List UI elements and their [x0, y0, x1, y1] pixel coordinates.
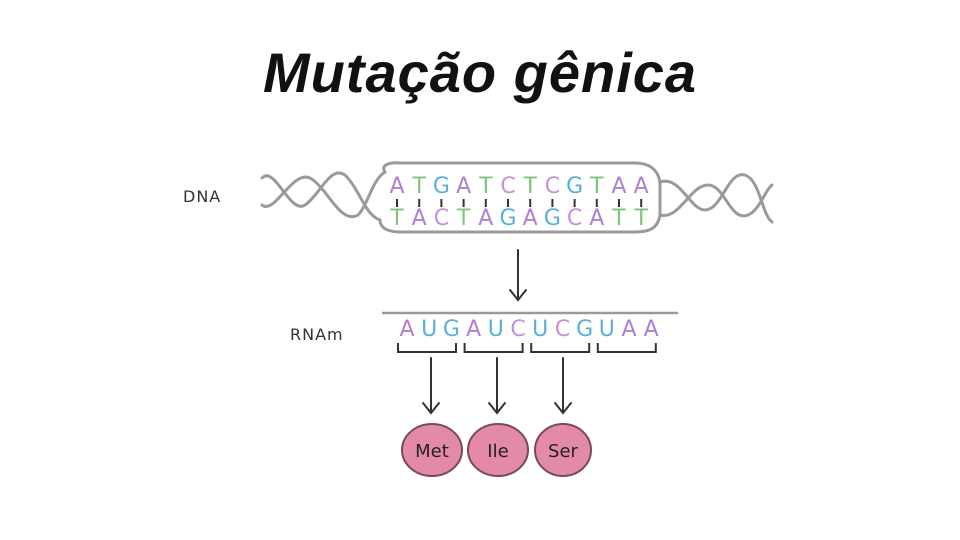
translation-arrow-1	[422, 357, 440, 415]
dna-top-base: C	[500, 174, 515, 199]
codon-brackets	[397, 343, 657, 353]
rna-base: G	[576, 317, 593, 342]
rna-base: A	[466, 317, 481, 342]
rna-base: A	[621, 317, 636, 342]
dna-top-base: T	[589, 174, 604, 199]
dna-top-base: G	[433, 174, 450, 199]
dna-box	[378, 161, 662, 234]
dna-right-twist	[658, 173, 774, 224]
rna-base: C	[510, 317, 525, 342]
codon-bracket	[596, 343, 657, 353]
dna-top-base: A	[634, 174, 649, 199]
amino-acid-label-1: Met	[415, 441, 449, 462]
translation-arrows	[422, 357, 572, 415]
dna-top-base: A	[456, 174, 471, 199]
rna-base: A	[644, 317, 659, 342]
dna-top-base: A	[611, 174, 626, 199]
dna-bottom-base: T	[633, 206, 648, 231]
dna-top-base: T	[411, 174, 426, 199]
dna-bottom-base: G	[544, 206, 561, 231]
dna-right-twist-2	[658, 183, 774, 218]
dna-base-pairs	[396, 199, 643, 207]
dna-bottom-base: A	[523, 206, 538, 231]
dna-bottom-base: A	[478, 206, 493, 231]
dna-bottom-base: C	[434, 206, 449, 231]
codon-bracket	[530, 343, 591, 353]
dna-top-base: T	[522, 174, 537, 199]
slide-title: Mutação gênica	[262, 41, 698, 104]
transcription-arrow	[509, 249, 527, 302]
dna-helix	[260, 161, 774, 234]
amino-acid-ser	[534, 423, 592, 477]
rna-base: A	[399, 317, 414, 342]
dna-bottom-base: G	[499, 206, 516, 231]
rna-base: U	[421, 317, 437, 342]
amino-acid-met	[401, 423, 463, 477]
dna-left-twist-2	[260, 170, 387, 219]
rna-base: U	[532, 317, 548, 342]
amino-acid-label-3: Ser	[548, 441, 579, 462]
rna-base: C	[555, 317, 570, 342]
amino-acid-label-2: Ile	[487, 441, 508, 462]
dna-top-base: G	[566, 174, 583, 199]
dna-bottom-base: T	[389, 206, 404, 231]
amino-acid-ile	[467, 423, 529, 477]
protein-chain: Met Ile Ser	[401, 423, 592, 477]
dna-top-base: C	[545, 174, 560, 199]
dna-top-base: A	[389, 174, 404, 199]
codon-bracket	[463, 343, 524, 353]
rna-base: U	[488, 317, 504, 342]
rna-label: RNAm	[290, 325, 344, 344]
dna-bottom-base: A	[589, 206, 604, 231]
dna-bottom-base: A	[412, 206, 427, 231]
translation-arrow-2	[488, 357, 506, 415]
dna-bottom-base: T	[456, 206, 471, 231]
rna-base: U	[599, 317, 615, 342]
translation-arrow-3	[554, 357, 572, 415]
dna-bottom-base: T	[611, 206, 626, 231]
codon-bracket	[397, 343, 457, 353]
dna-top-base: T	[478, 174, 493, 199]
dna-label: DNA	[183, 187, 221, 206]
dna-bottom-base: C	[567, 206, 582, 231]
rna-base: G	[443, 317, 460, 342]
